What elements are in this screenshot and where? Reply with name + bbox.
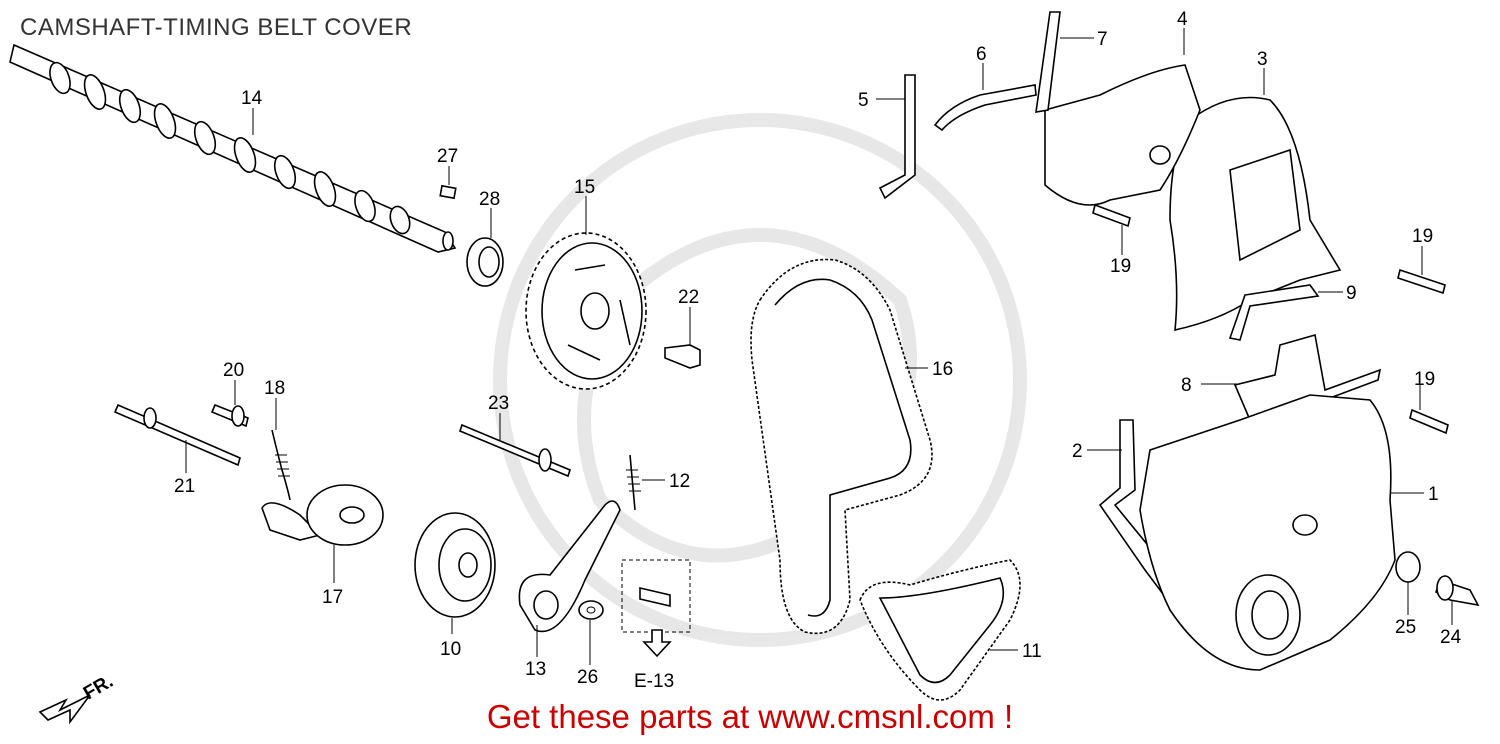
label-2: 2: [1072, 441, 1083, 462]
label-15: 15: [574, 177, 595, 198]
diagram-title: CAMSHAFT-TIMING BELT COVER: [20, 14, 413, 41]
promo-link[interactable]: Get these parts at www.cmsnl.com !: [486, 698, 1014, 735]
stud-bolt-part-21[interactable]: [113, 403, 241, 467]
oil-seal-part-28[interactable]: [466, 237, 504, 287]
label-28: 28: [479, 189, 500, 210]
label-12: 12: [669, 471, 690, 492]
label-9: 9: [1346, 283, 1357, 304]
timing-belt-part-16[interactable]: [750, 258, 933, 634]
adjusting-arm-part-13[interactable]: [518, 500, 621, 633]
label-22: 22: [678, 287, 699, 308]
label-18: 18: [264, 378, 285, 399]
label-14: 14: [241, 88, 263, 109]
stud-bolt-part-23[interactable]: [459, 423, 571, 478]
label-1: 1: [1428, 484, 1439, 505]
part-labels: 14 27 28 15 22 20 18 23 16 12 21 17 10 1…: [80, 9, 1462, 704]
label-16: 16: [932, 359, 953, 380]
gasket-part-7[interactable]: [1035, 11, 1061, 113]
label-27: 27: [437, 146, 458, 167]
gasket-part-5[interactable]: [878, 74, 916, 200]
label-6: 6: [976, 44, 987, 65]
washer-part-26[interactable]: [578, 600, 604, 620]
bolt-e13[interactable]: [621, 559, 691, 633]
bolt-part-24[interactable]: [1435, 575, 1480, 607]
label-24: 24: [1440, 627, 1462, 648]
key-part-27[interactable]: [439, 184, 457, 200]
gasket-part-9[interactable]: [1228, 284, 1320, 341]
upper-cover-part-3[interactable]: [1169, 96, 1342, 332]
label-25: 25: [1395, 617, 1416, 638]
label-19-c: 19: [1414, 369, 1435, 390]
spring-part-12[interactable]: [626, 454, 641, 511]
arrow-down-icon: [642, 629, 672, 658]
spring-part-18[interactable]: [271, 429, 291, 501]
label-19-b: 19: [1412, 226, 1433, 247]
label-7: 7: [1097, 29, 1108, 50]
label-e13: E-13: [634, 671, 674, 692]
label-19-a: 19: [1110, 256, 1131, 277]
label-10: 10: [440, 639, 461, 660]
idler-pulley-part-10[interactable]: [414, 512, 496, 618]
label-11: 11: [1022, 641, 1042, 662]
label-8: 8: [1181, 375, 1192, 396]
label-20: 20: [223, 360, 244, 381]
back-cover-part-4[interactable]: [1044, 64, 1201, 206]
bolt-part-19-b[interactable]: [1397, 268, 1446, 295]
camshaft-part-14[interactable]: [9, 43, 457, 253]
camshaft-pulley-part-15[interactable]: [525, 232, 647, 390]
label-26: 26: [577, 667, 598, 688]
label-4: 4: [1177, 9, 1188, 30]
label-13: 13: [525, 659, 546, 680]
bolt-part-19-c[interactable]: [1409, 408, 1449, 435]
label-21: 21: [174, 476, 195, 497]
lower-cover-part-1[interactable]: [1139, 394, 1396, 671]
label-3: 3: [1257, 49, 1268, 70]
label-17: 17: [322, 587, 343, 608]
bolt-part-22[interactable]: [664, 344, 701, 369]
label-23: 23: [488, 393, 509, 414]
label-5: 5: [858, 90, 869, 111]
bolt-part-19-a[interactable]: [1092, 203, 1131, 228]
front-arrow-icon: [38, 694, 91, 725]
balancer-belt-part-11[interactable]: [859, 559, 1021, 701]
bolt-part-20[interactable]: [210, 403, 249, 428]
gasket-part-6[interactable]: [933, 84, 1037, 132]
washer-part-25[interactable]: [1395, 551, 1421, 583]
tensioner-part-17[interactable]: [261, 484, 384, 546]
leader-lines: [185, 28, 1453, 665]
